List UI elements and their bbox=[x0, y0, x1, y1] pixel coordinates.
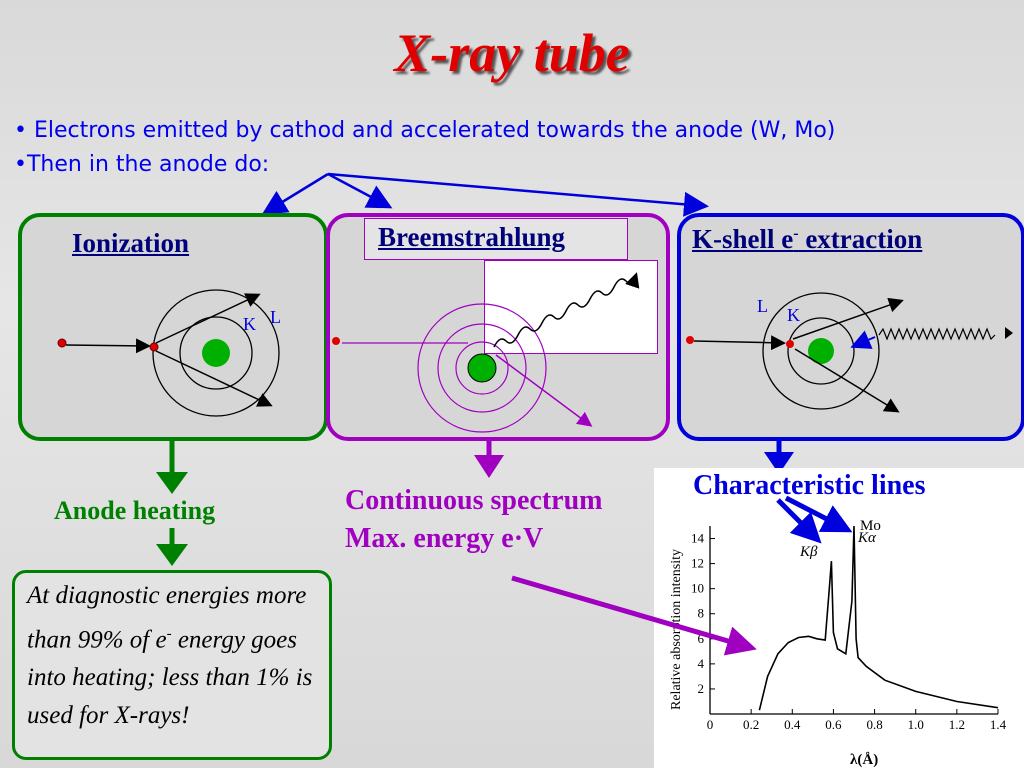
bullet-anode: •Then in the anode do: bbox=[14, 152, 270, 177]
page-title: X-ray tube bbox=[394, 23, 630, 83]
chart-xlabel: λ(Å) bbox=[850, 752, 878, 768]
x-tick-label: 0.4 bbox=[784, 717, 801, 732]
kshell-k-label: K bbox=[787, 305, 800, 325]
bremsstrahlung-label: Breemstrahlung bbox=[378, 222, 565, 252]
diagnostic-note: At diagnostic energies more than 99% of … bbox=[12, 570, 332, 760]
x-tick-label: 1.2 bbox=[949, 717, 965, 732]
bremsstrahlung-diagram bbox=[332, 272, 640, 433]
x-tick-label: 0.6 bbox=[825, 717, 842, 732]
x-tick-label: 1.4 bbox=[990, 717, 1007, 732]
continuous-spectrum-text: Continuous spectrum Max. energy e·V bbox=[345, 482, 602, 558]
y-tick-label: 12 bbox=[691, 556, 704, 571]
continuous-spectrum-line1: Continuous spectrum bbox=[345, 485, 603, 516]
y-tick-label: 14 bbox=[691, 531, 705, 546]
kshell-diagram: L K bbox=[686, 292, 1013, 413]
kshell-panel bbox=[677, 213, 1024, 441]
x-tick-label: 0.8 bbox=[866, 717, 882, 732]
y-tick-label: 2 bbox=[698, 681, 705, 696]
continuous-spectrum-line2: Max. energy e·V bbox=[345, 523, 544, 554]
annotation-kbeta: Kβ bbox=[799, 544, 818, 560]
characteristic-lines-label: Characteristic lines bbox=[693, 470, 926, 501]
ionization-panel bbox=[18, 213, 328, 441]
anode-heating-label: Anode heating bbox=[54, 496, 216, 525]
spectrum-series-line bbox=[758, 525, 999, 711]
kshell-l-label: L bbox=[757, 296, 768, 316]
x-tick-label: 0 bbox=[707, 717, 714, 732]
chart-ylabel: Relative absorption intensity bbox=[669, 549, 684, 710]
x-tick-label: 1.0 bbox=[908, 717, 924, 732]
spectrum-chart: 0 0.2 0.4 0.6 0.8 1.0 1.2 1.4 2 4 6 8 10 12 14 Relativ… bbox=[669, 518, 1007, 768]
kshell-label: K-shell e- extraction bbox=[692, 224, 923, 254]
x-tick-label: 0.2 bbox=[743, 717, 759, 732]
y-tick-label: 10 bbox=[691, 581, 704, 596]
bremsstrahlung-label-box bbox=[364, 218, 628, 260]
ionization-l-label: L bbox=[270, 307, 281, 327]
ionization-k-label: K bbox=[243, 314, 256, 334]
ionization-label: Ionization bbox=[72, 228, 190, 258]
y-tick-label: 4 bbox=[698, 656, 705, 671]
annotation-kalpha: Kα bbox=[857, 530, 877, 546]
bremsstrahlung-photon-box bbox=[484, 260, 658, 354]
y-tick-label: 8 bbox=[698, 606, 705, 621]
y-tick-label: 6 bbox=[698, 631, 705, 646]
annotation-mo: Mo bbox=[860, 518, 881, 534]
ionization-diagram: K L bbox=[57, 289, 281, 417]
bullet-electrons: • Electrons emitted by cathod and accele… bbox=[14, 118, 836, 143]
